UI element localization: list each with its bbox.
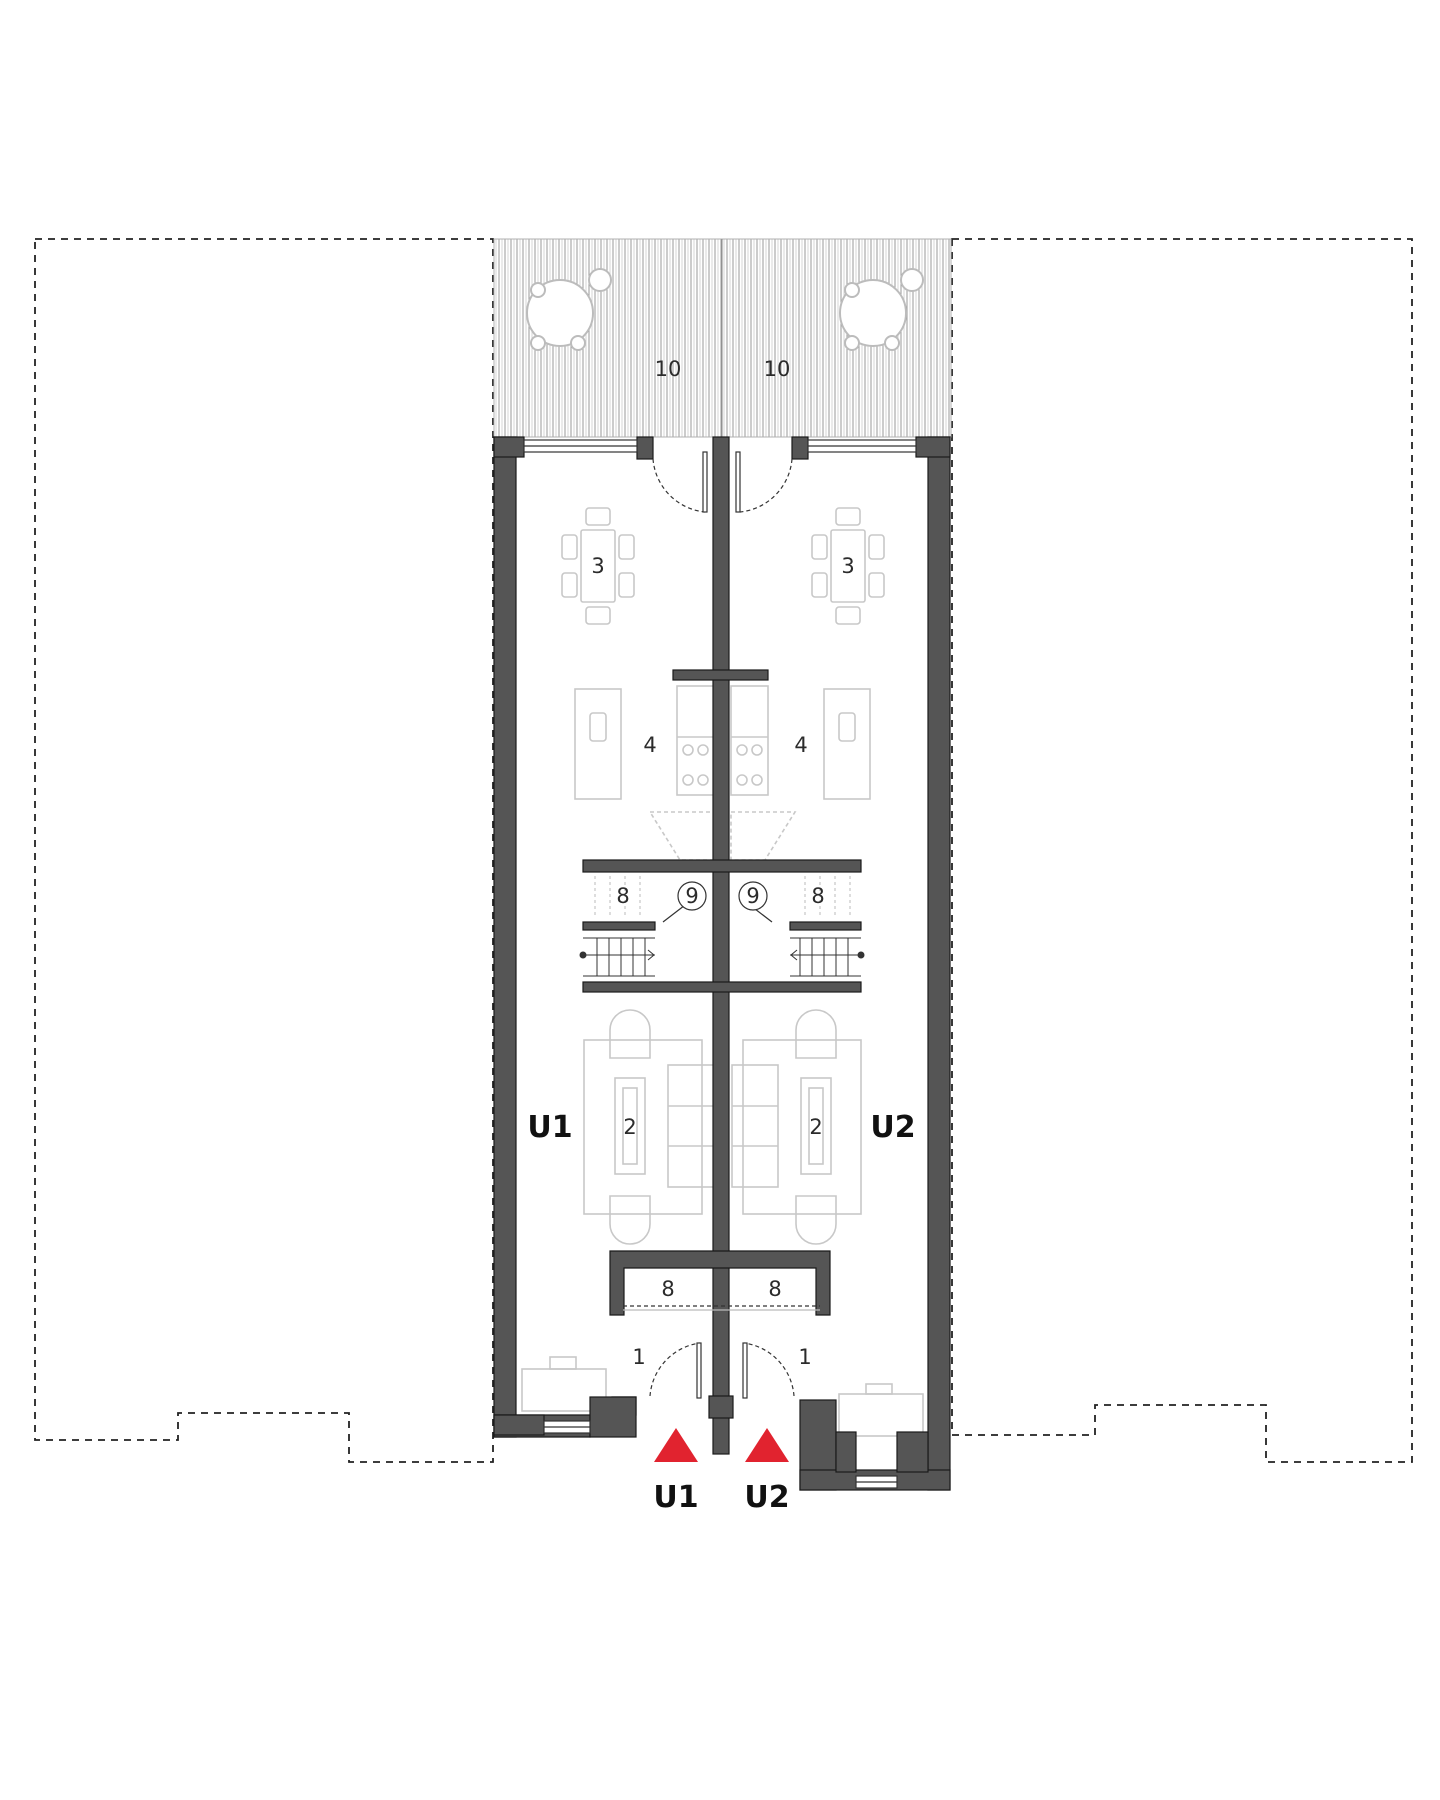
door-swings: [623, 451, 820, 1399]
dining-table-u2: [811, 507, 885, 625]
neighbour-outline-right: [951, 238, 1413, 1463]
entry-label-u1: 1: [632, 1345, 645, 1369]
storage-upper-label-u1: 8: [616, 884, 629, 908]
dining-table-u1: [561, 507, 635, 625]
terrace-deck: 10 10: [493, 238, 952, 438]
terrace-label-u2: 10: [764, 357, 791, 381]
unit-label-u1: U1: [527, 1110, 572, 1145]
wc-fixtures: [677, 881, 768, 911]
entrance-label-u2: U2: [744, 1480, 789, 1515]
staircase-icon: [579, 937, 865, 977]
living-set-u2: [731, 1009, 862, 1245]
kitchen-label-u2: 4: [794, 733, 807, 757]
red-triangle-icon: [654, 1428, 698, 1462]
dining-label-u2: 3: [841, 554, 854, 578]
kitchen-island-u2: [823, 688, 871, 800]
wc-label-u1: 9: [685, 884, 698, 908]
entrance-marker-u1: U1: [653, 1428, 699, 1515]
storage-lower-label-u1: 8: [661, 1277, 674, 1301]
kitchen-label-u1: 4: [643, 733, 656, 757]
entry-label-u2: 1: [798, 1345, 811, 1369]
entrance-label-u1: U1: [653, 1480, 698, 1515]
patio-table-left: [526, 268, 612, 351]
kitchen-island-u1: [574, 688, 622, 800]
storage-lower-label-u2: 8: [768, 1277, 781, 1301]
walls: [493, 436, 951, 1491]
terrace-label-u1: 10: [655, 357, 682, 381]
living-label-u2: 2: [809, 1115, 822, 1139]
red-triangle-icon: [745, 1428, 789, 1462]
dining-label-u1: 3: [591, 554, 604, 578]
neighbour-outline-left: [34, 238, 494, 1463]
wc-label-u2: 9: [746, 884, 759, 908]
unit-label-u2: U2: [870, 1110, 915, 1145]
entrance-marker-u2: U2: [744, 1428, 790, 1515]
living-label-u1: 2: [623, 1115, 636, 1139]
storage-upper-label-u2: 8: [811, 884, 824, 908]
windows: [523, 439, 917, 1489]
patio-table-right: [839, 268, 924, 351]
storage-upper: [594, 876, 851, 918]
